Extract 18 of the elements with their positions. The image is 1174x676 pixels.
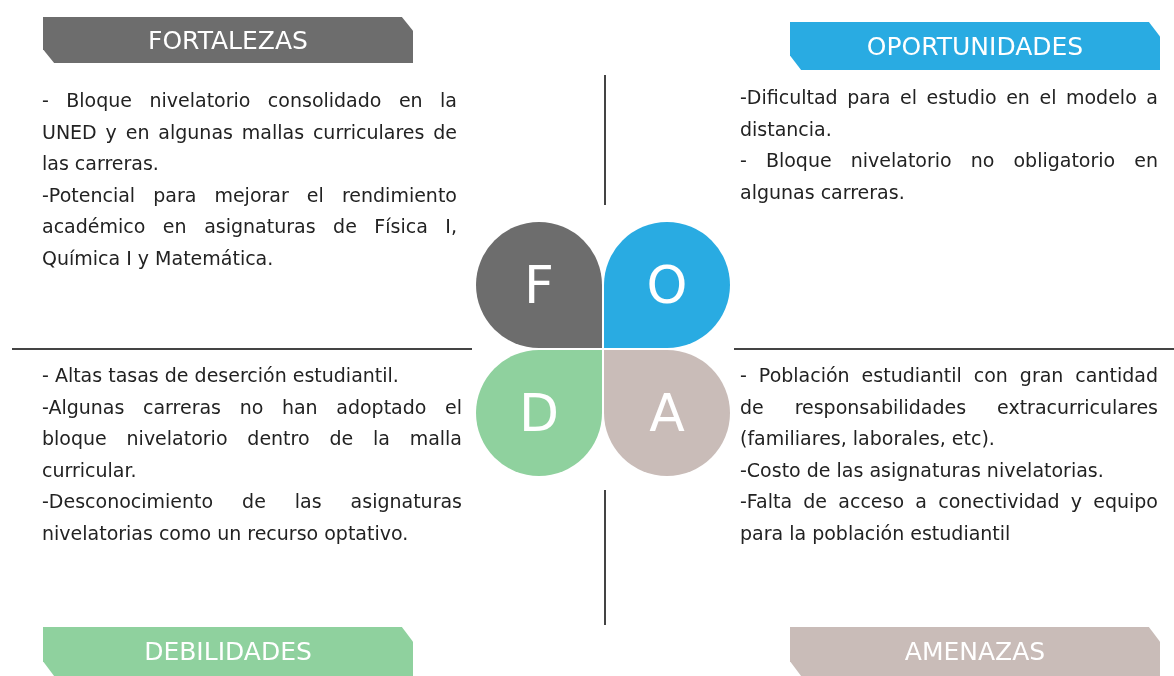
bullet-text: -Falta de acceso a conectividad y equipo para la población estudiantil <box>740 489 1158 546</box>
bullet-text: -Costo de las asignaturas nivelatorias. <box>740 457 1105 483</box>
heading-banner: OPORTUNIDADES <box>790 22 1160 70</box>
petal-shape: F <box>476 222 602 348</box>
bullet-text: - Bloque nivelatorio consolidado en la UNED y en algunas mallas curriculares de las carreras. <box>42 88 457 176</box>
petal-shape: D <box>476 350 602 476</box>
bullet-text: - Altas tasas de deserción estudiantil. <box>42 363 400 388</box>
bullet-text: -Algunas carreras no han adoptado el bloque nivelatorio dentro de la malla curricular. <box>42 394 462 483</box>
petal-shape: O <box>604 222 730 348</box>
heading-banner: DEBILIDADES <box>43 627 413 676</box>
heading-banner: FORTALEZAS <box>43 17 413 63</box>
bullet-text: -Dificultad para el estudio en el modelo a distancia. <box>740 85 1158 142</box>
petal-shape: A <box>604 350 730 476</box>
bullet-text: -Potencial para mejorar el rendimiento académico en asignaturas de Física I, Química I y Matemática. <box>42 182 457 271</box>
heading-banner: AMENAZAS <box>790 627 1160 676</box>
bullet-text: - Población estudiantil con gran cantidad de responsabilidades extracurriculares (familiares, laborales, etc). <box>740 363 1158 451</box>
bullet-text: -Desconocimiento de las asignaturas nivelatorias como un recurso optativo. <box>42 489 462 546</box>
bullet-text: - Bloque nivelatorio no obligatorio en algunas carreras. <box>740 148 1158 205</box>
